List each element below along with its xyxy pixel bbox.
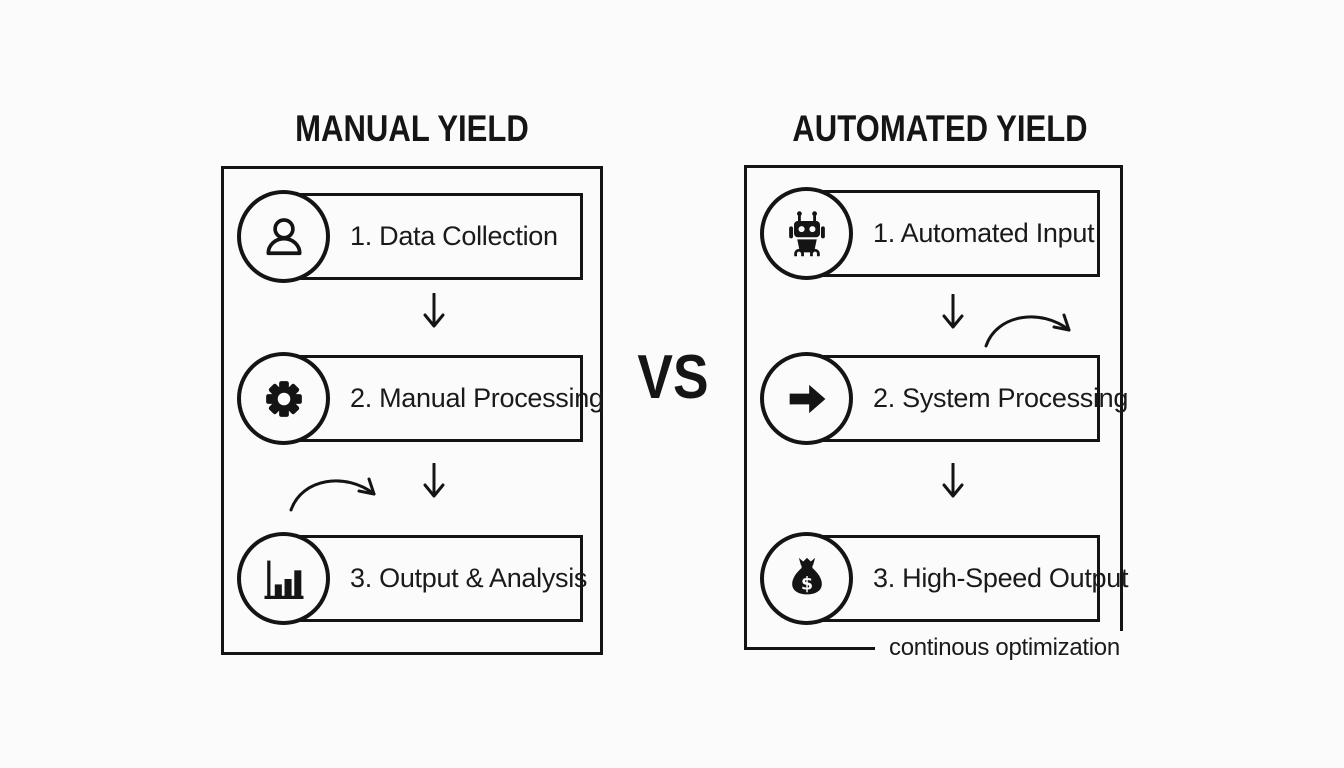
automated-yield-panel: 1. Automated Input: [744, 165, 1134, 664]
step-label: 3. Output & Analysis: [350, 563, 588, 593]
step-badge: [760, 187, 853, 280]
robot-icon: [788, 210, 825, 256]
right-panel-title: AUTOMATED YIELD: [792, 108, 1088, 149]
person-icon: [265, 217, 302, 255]
step-badge: $: [760, 532, 853, 625]
down-arrow-icon: [420, 293, 448, 333]
manual-step-1: 1. Data Collection: [237, 190, 583, 283]
step-badge: [237, 352, 330, 445]
automated-step-2: 2. System Processing: [760, 352, 1128, 445]
step-badge: [237, 190, 330, 283]
footer-note: continous optimization: [875, 631, 1134, 664]
loop-arrow-icon: [983, 306, 1077, 348]
step-label: 2. System Processing: [873, 383, 1129, 413]
arrow-right-icon: [789, 384, 825, 413]
manual-step-3: 3. Output & Analysis: [237, 532, 587, 625]
down-arrow-icon: [939, 294, 967, 334]
automated-step-3: 3. High-Speed Output $: [760, 532, 1128, 625]
step-box: 2. Manual Processing: [267, 355, 604, 442]
step-box: 3. Output & Analysis: [267, 535, 587, 622]
svg-text:$: $: [800, 574, 812, 594]
step-box: 3. High-Speed Output: [790, 535, 1128, 622]
step-label: 3. High-Speed Output: [873, 563, 1129, 593]
step-badge: [760, 352, 853, 445]
step-box: 1. Automated Input: [790, 190, 1100, 277]
loop-arrow-icon: [288, 470, 382, 512]
step-label: 2. Manual Processing: [350, 383, 604, 413]
manual-step-2: 2. Manual Processing: [237, 352, 604, 445]
down-arrow-icon: [420, 463, 448, 503]
step-badge: [237, 532, 330, 625]
gear-icon: [265, 380, 302, 417]
left-panel-title: MANUAL YIELD: [295, 108, 529, 149]
step-label: 1. Data Collection: [350, 221, 558, 251]
manual-yield-panel: 1. Data Collection 2. Manual Processing: [221, 166, 604, 655]
automated-step-1: 1. Automated Input: [760, 187, 1100, 280]
money-bag-icon: $: [791, 557, 822, 594]
vs-label: VS: [637, 343, 709, 412]
down-arrow-icon: [939, 463, 967, 503]
step-label: 1. Automated Input: [873, 218, 1095, 248]
bar-chart-icon: [264, 560, 303, 599]
